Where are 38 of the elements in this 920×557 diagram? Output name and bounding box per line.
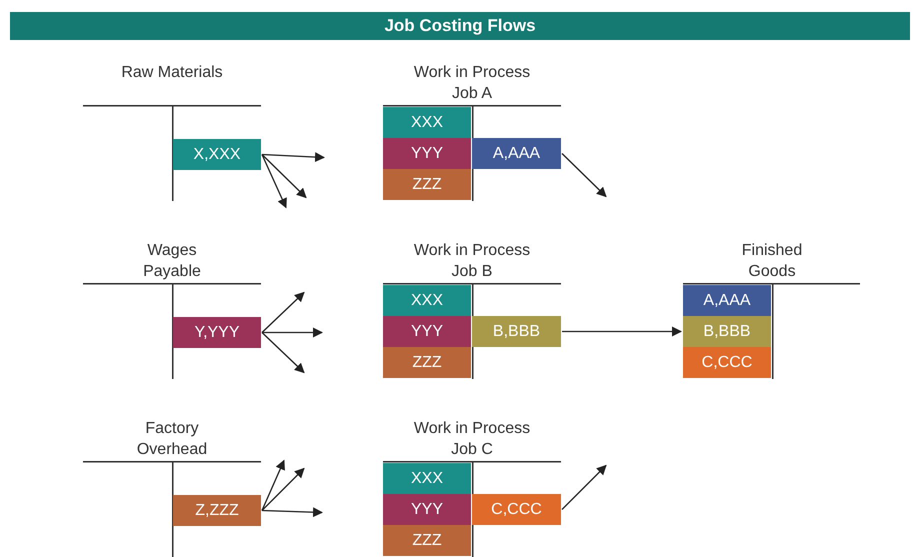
account-title: Raw Materials (120, 63, 224, 83)
amount-box: XXX (383, 107, 471, 138)
amount-box: Y,YYY (173, 317, 261, 348)
amount-box: B,BBB (472, 316, 561, 347)
amount-box: B,BBB (683, 316, 771, 347)
arrow (262, 332, 305, 374)
amount-box: ZZZ (383, 525, 471, 556)
arrow (262, 468, 305, 511)
account-title: Work in Process Job A (412, 63, 532, 104)
amount-box: ZZZ (383, 169, 471, 200)
account-title: Finished Goods (740, 241, 804, 282)
amount-box: YYY (383, 494, 471, 525)
arrow (562, 326, 682, 336)
amount-box: XXX (383, 285, 471, 316)
arrow (261, 460, 285, 511)
amount-box: A,AAA (472, 138, 561, 169)
amount-box: ZZZ (383, 347, 471, 378)
amount-box: YYY (383, 138, 471, 169)
account-title: Work in Process Job C (412, 419, 532, 460)
title-bar: Job Costing Flows (10, 12, 910, 40)
account-title: Factory Overhead (136, 419, 208, 460)
amount-box: C,CCC (472, 494, 561, 525)
arrow (261, 154, 287, 208)
amount-box: YYY (383, 316, 471, 347)
account-title: Wages Payable (142, 241, 202, 282)
amount-box: C,CCC (683, 347, 771, 378)
arrow (262, 154, 307, 198)
amount-box: XXX (383, 463, 471, 494)
amount-box: Z,ZZZ (173, 495, 261, 526)
amount-box: X,XXX (173, 139, 261, 170)
arrow (562, 153, 607, 198)
arrow (262, 292, 305, 333)
amount-box: A,AAA (683, 285, 771, 316)
arrow (262, 507, 323, 518)
arrow (262, 152, 325, 162)
account-title: Work in Process Job B (412, 241, 532, 282)
arrow (262, 328, 323, 338)
arrow (562, 464, 607, 510)
